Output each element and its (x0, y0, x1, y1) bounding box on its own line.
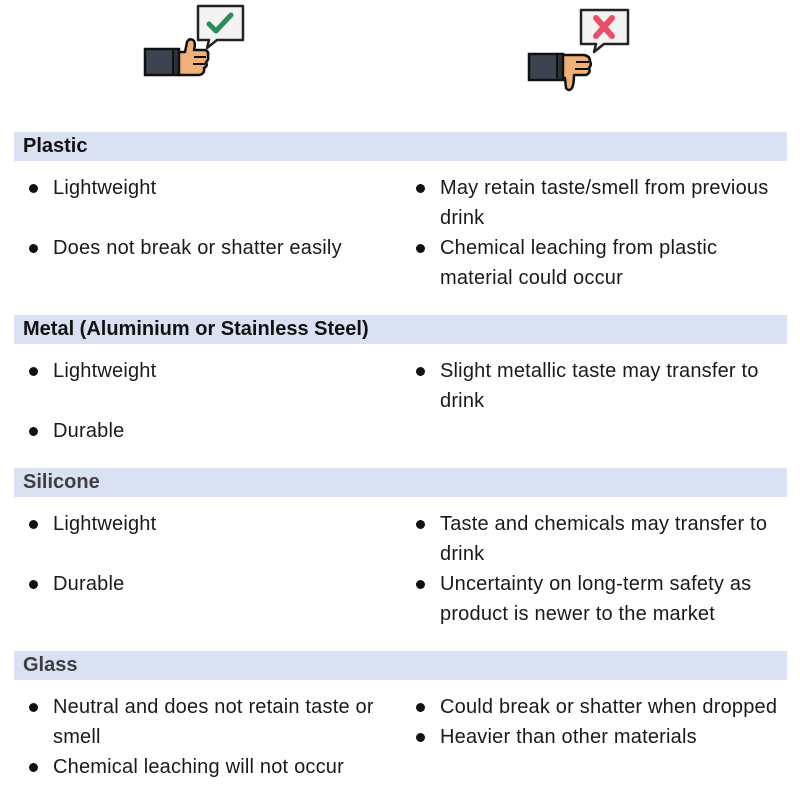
list-item: Chemical leaching from plastic material … (414, 233, 794, 293)
section-header-plastic: Plastic (14, 132, 787, 161)
list-item: Taste and chemicals may transfer to drin… (414, 509, 794, 569)
pros-list-glass: Neutral and does not retain taste or sme… (27, 692, 397, 782)
list-item: Durable (27, 569, 397, 599)
list-item: Heavier than other materials (414, 722, 794, 752)
list-item: Durable (27, 416, 397, 446)
list-item: Uncertainty on long-term safety as produ… (414, 569, 794, 629)
pros-list-silicone: Lightweight Durable (27, 509, 397, 599)
list-item: Lightweight (27, 173, 397, 203)
list-item: Neutral and does not retain taste or sme… (27, 692, 397, 752)
list-item: Could break or shatter when dropped (414, 692, 794, 722)
list-item: Does not break or shatter easily (27, 233, 397, 263)
cons-list-metal: Slight metallic taste may transfer to dr… (414, 356, 794, 416)
list-item: Chemical leaching will not occur (27, 752, 397, 782)
list-item: Slight metallic taste may transfer to dr… (414, 356, 794, 416)
list-item: Lightweight (27, 509, 397, 539)
cons-list-plastic: May retain taste/smell from previous dri… (414, 173, 794, 293)
cons-list-silicone: Taste and chemicals may transfer to drin… (414, 509, 794, 629)
section-header-glass: Glass (14, 651, 787, 680)
pros-list-plastic: Lightweight Does not break or shatter ea… (27, 173, 397, 263)
section-header-silicone: Silicone (14, 468, 787, 497)
pros-list-metal: Lightweight Durable (27, 356, 397, 446)
thumbs-down-icon (526, 8, 632, 94)
list-item: Lightweight (27, 356, 397, 386)
cons-list-glass: Could break or shatter when dropped Heav… (414, 692, 794, 752)
list-item: May retain taste/smell from previous dri… (414, 173, 794, 233)
thumbs-up-icon (143, 4, 247, 80)
section-header-metal: Metal (Aluminium or Stainless Steel) (14, 315, 787, 344)
